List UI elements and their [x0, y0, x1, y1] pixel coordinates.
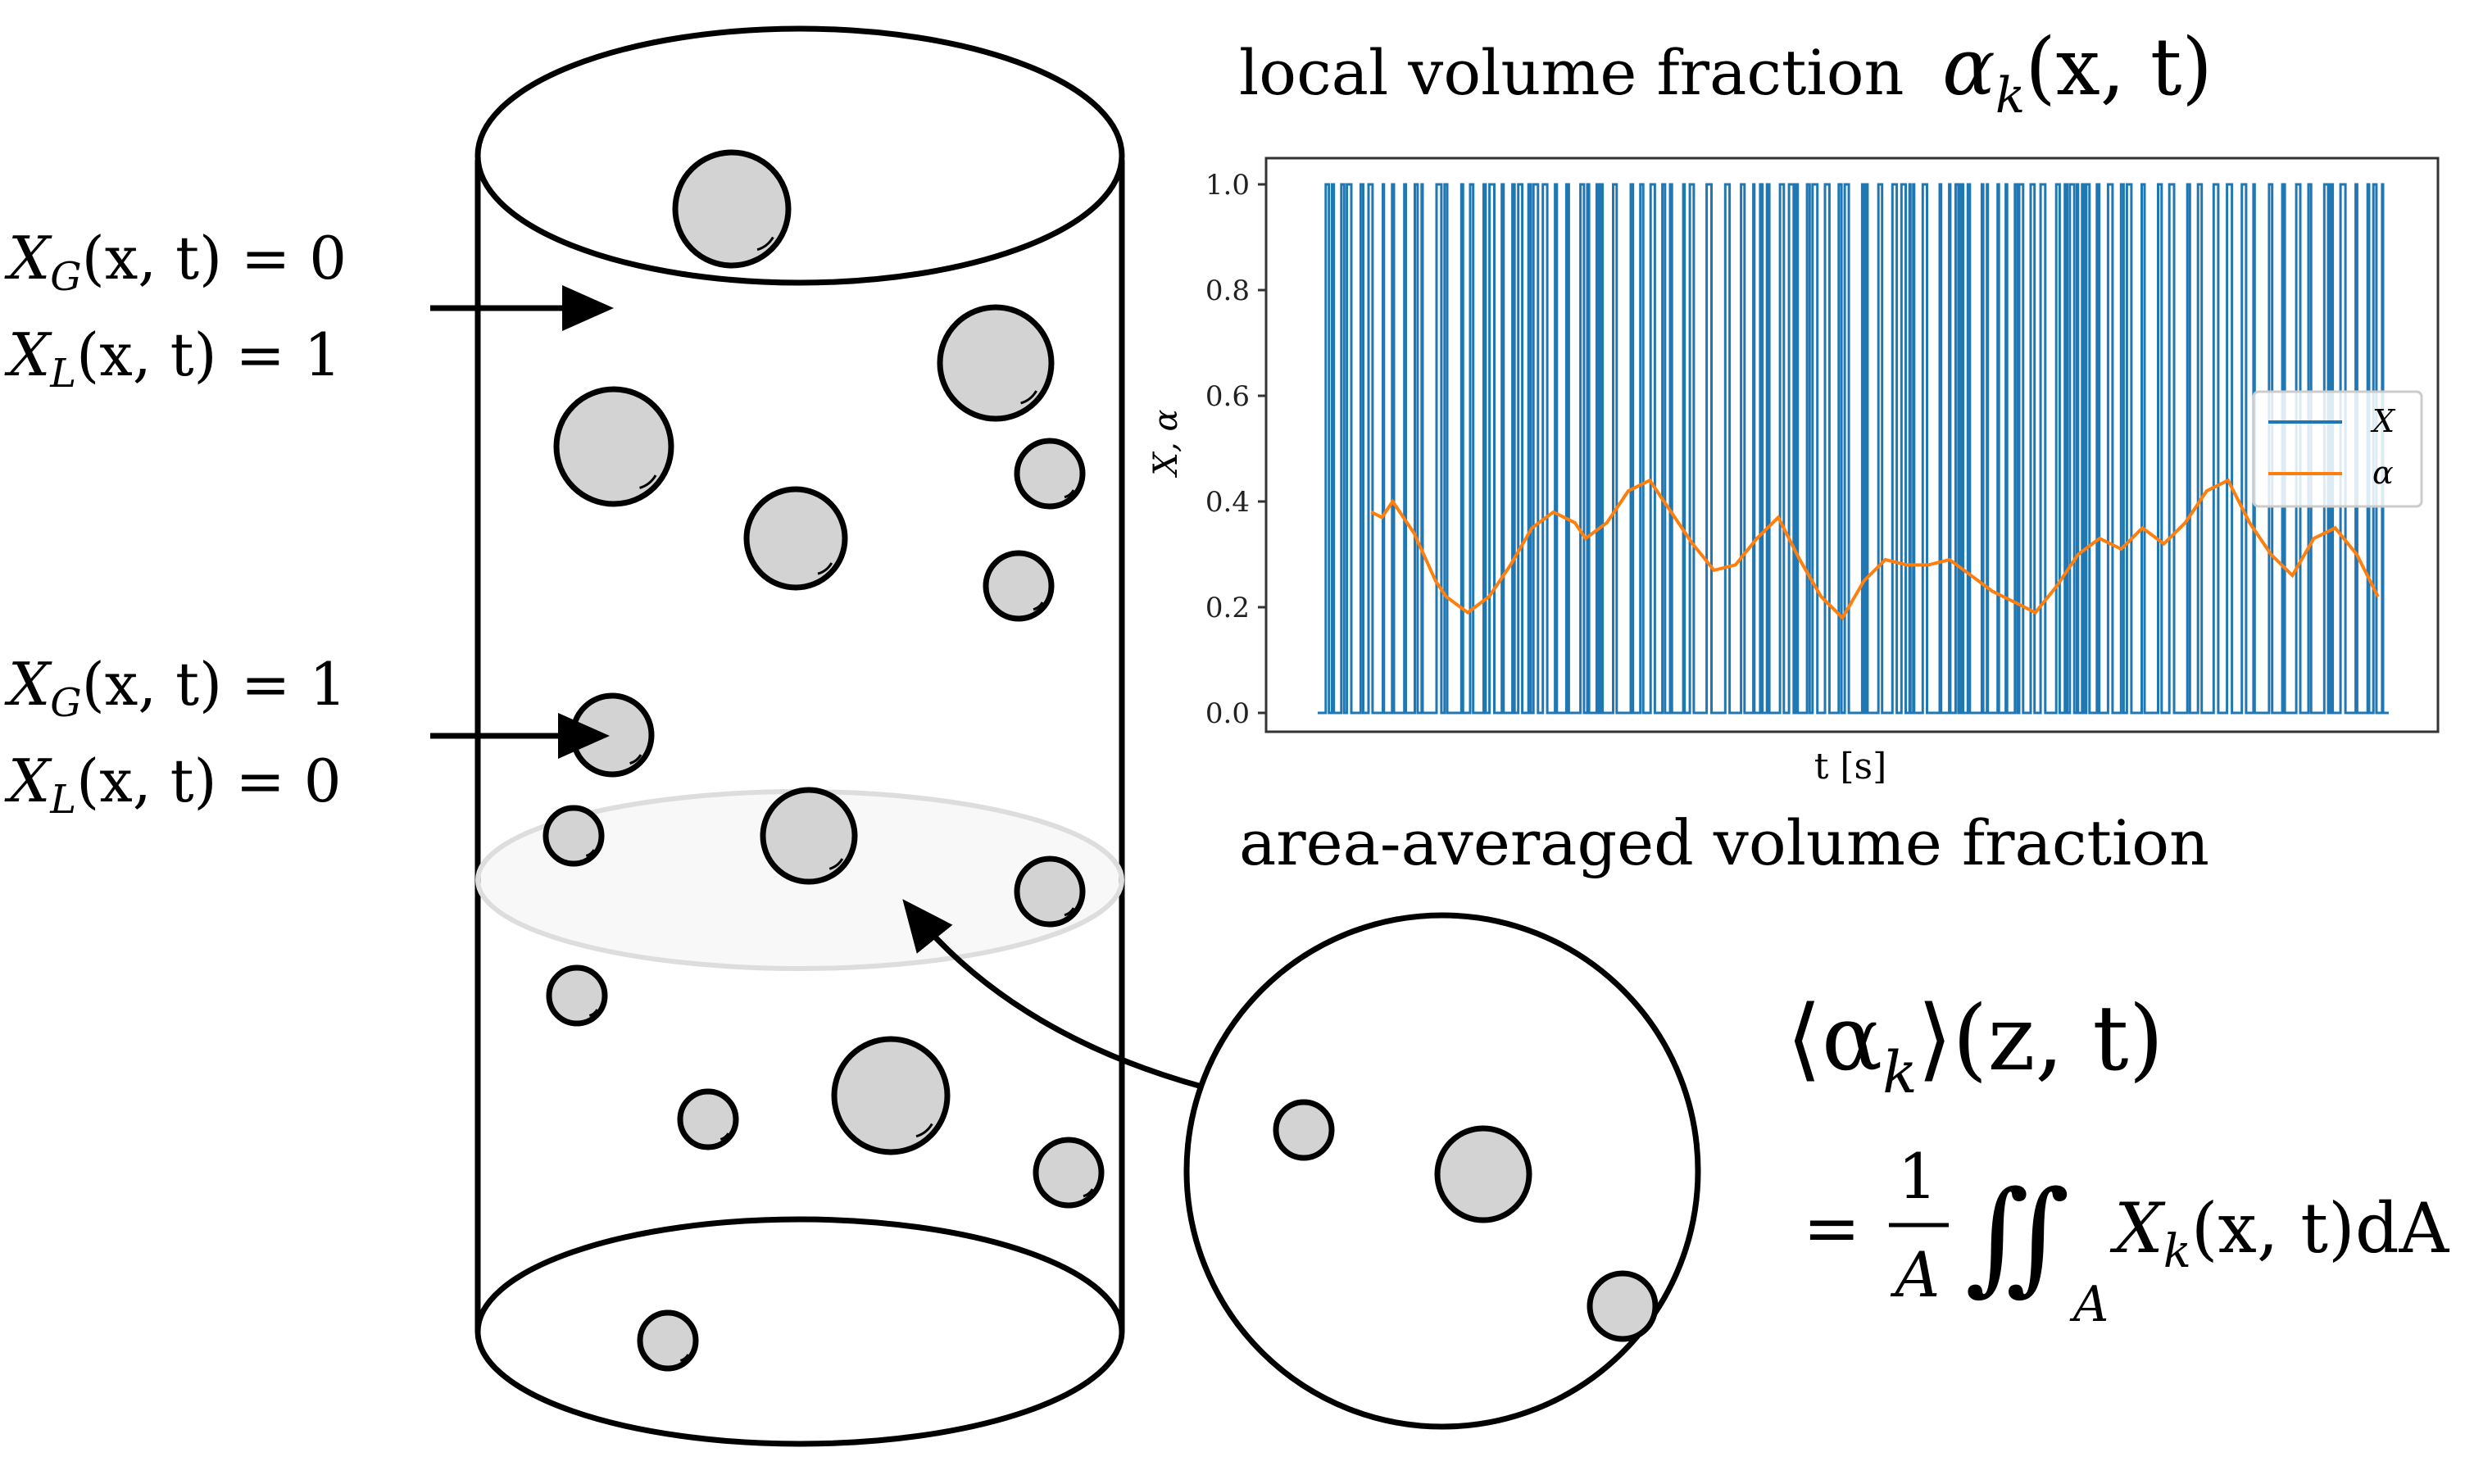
xg-one-line: XG(x, t) = 1 — [4, 650, 347, 726]
y-axis-ticks: 0.0 0.2 0.4 0.6 0.8 1.0 — [1205, 169, 1266, 730]
bubble — [743, 486, 848, 591]
bubble — [542, 805, 605, 867]
bubble-highlight — [828, 858, 844, 870]
equation-lhs: ⟨αk⟩(z, t) — [1786, 986, 2163, 1106]
xl-zero-line: XL(x, t) = 0 — [4, 747, 342, 823]
pipe-cylinder — [474, 25, 1125, 1447]
upper-annotation: XG(x, t) = 0 XL(x, t) = 1 — [4, 224, 347, 397]
bubble-highlight — [915, 1123, 933, 1138]
bubble — [983, 550, 1055, 622]
bubble — [637, 1309, 699, 1372]
local-volume-fraction-heading: local volume fraction — [1239, 36, 1904, 109]
bubble-highlight — [629, 754, 642, 765]
bubble-highlight — [1083, 1188, 1094, 1198]
area-averaged-heading: area-averaged volume fraction — [1239, 806, 2209, 879]
bubble — [677, 1088, 739, 1150]
xg-zero-line: XG(x, t) = 0 — [4, 224, 347, 300]
cross-section-arrow — [902, 899, 1224, 1096]
bubble — [553, 386, 674, 507]
bubble — [831, 1036, 951, 1155]
bubble-highlight — [1033, 601, 1044, 611]
bubble-highlight — [1064, 489, 1075, 499]
magnified-bubbles — [1273, 1099, 1659, 1342]
series-alpha-line — [1370, 478, 2380, 621]
bubble-highlight — [720, 1132, 730, 1141]
y-tick-label: 0.4 — [1205, 486, 1250, 519]
xl-one-line: XL(x, t) = 1 — [4, 320, 342, 397]
bubble-highlight — [1020, 390, 1037, 405]
bubble-highlight — [756, 236, 774, 252]
bubble-highlight — [1064, 907, 1075, 917]
chart-legend: X α — [2252, 390, 2423, 508]
cylinder-bottom-ellipse — [474, 1216, 1125, 1447]
y-tick-label: 1.0 — [1205, 169, 1250, 202]
bubble-highlight — [588, 1009, 599, 1017]
area-average-equation: ⟨αk⟩(z, t) = 1 A ∬ A Xk(x, t)dA — [1786, 986, 2450, 1333]
integrand: Xk(x, t)dA — [2109, 1188, 2450, 1278]
legend-x-label: X — [2370, 403, 2396, 439]
y-tick-label: 0.2 — [1205, 592, 1250, 624]
fraction-denominator: A — [1891, 1238, 1941, 1311]
equation-equals: = — [1803, 1188, 1860, 1268]
bubble-highlight — [639, 474, 657, 489]
bubble — [1014, 855, 1086, 928]
bubble — [1434, 1125, 1532, 1223]
y-axis-label: X, α — [1147, 410, 1185, 479]
cylinder-top-ellipse — [474, 25, 1125, 286]
y-tick-label: 0.6 — [1205, 380, 1250, 413]
bubble-highlight — [817, 562, 833, 575]
bubble — [672, 149, 792, 269]
x-signal-path — [1318, 183, 2389, 715]
bubble-highlight — [679, 1354, 690, 1362]
bubble — [1273, 1099, 1335, 1161]
fraction-numerator: 1 — [1898, 1140, 1937, 1213]
y-tick-label: 0.8 — [1205, 275, 1250, 307]
bubbles-group — [542, 149, 1105, 1372]
bubble-highlight — [585, 849, 596, 857]
lower-annotation: XG(x, t) = 1 XL(x, t) = 0 — [4, 650, 347, 823]
x-axis-label: t [s] — [1814, 746, 1887, 787]
series-x-signal — [1318, 183, 2389, 715]
bubble — [546, 964, 608, 1027]
bubble — [1033, 1137, 1105, 1209]
alpha-k-label: αk(x, t) — [1942, 21, 2213, 125]
bubble — [1014, 438, 1086, 510]
bubble — [1587, 1270, 1659, 1342]
double-integral-sign: ∬ — [1965, 1165, 2070, 1308]
bubble — [937, 304, 1055, 422]
time-series-chart: 0.0 0.2 0.4 0.6 0.8 1.0 X, α t [s] X α — [1147, 157, 2440, 787]
integral-subscript: A — [2069, 1276, 2109, 1333]
bubble — [760, 787, 858, 885]
y-tick-label: 0.0 — [1205, 697, 1250, 730]
legend-alpha-label: α — [2372, 455, 2394, 491]
